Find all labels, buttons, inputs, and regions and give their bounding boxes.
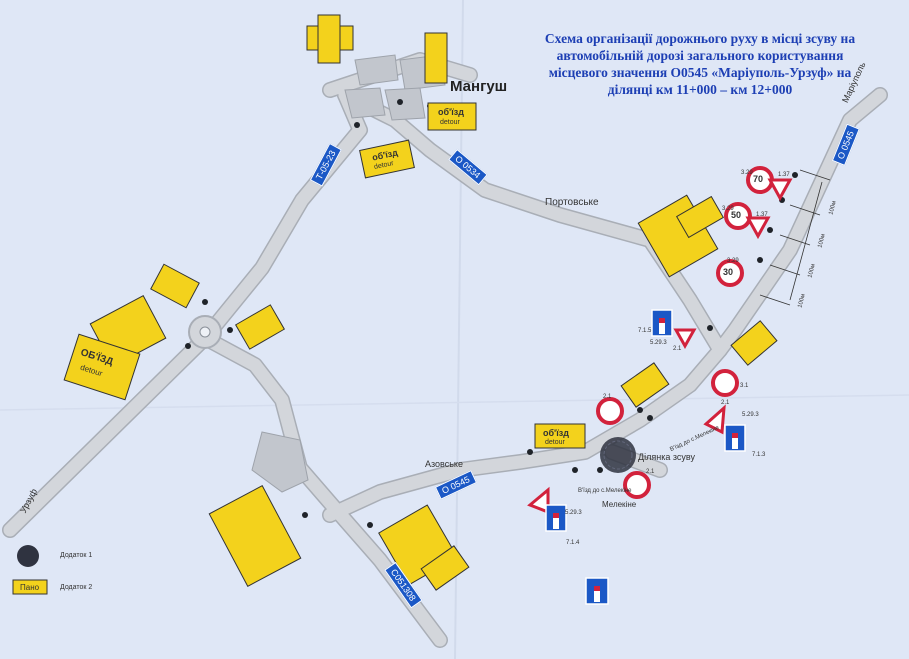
code-21-b: 2.1: [603, 394, 612, 400]
detour-sign-right-1: [675, 195, 725, 239]
detour-sign-mangush-3: [427, 102, 477, 131]
code-5293-c: 5.29.3: [565, 510, 582, 516]
code-329-b: 3.29: [722, 206, 734, 212]
roundabout: [188, 315, 222, 349]
title-line-3: місцевого значення О0545 «Маріуполь-Урзу…: [548, 65, 852, 80]
detour-sign-mid-1: [620, 362, 670, 408]
speed-sign-30: [716, 259, 744, 287]
sign-posts: [185, 99, 798, 528]
yield-triangle-3: [527, 486, 550, 515]
landslide-zone-marker: [600, 437, 636, 473]
detour-en-2: detour: [440, 119, 460, 126]
speed-sign-50: [724, 202, 752, 230]
legend-item-2: Додаток 2: [60, 584, 93, 591]
legend-dot-icon: [17, 545, 39, 567]
code-329-c: 3.29: [727, 258, 739, 264]
code-329-a: 3.29: [741, 170, 753, 176]
town-mangush: Мангуш: [450, 78, 508, 95]
code-5293-b: 5.29.3: [742, 412, 759, 418]
no-entry-sign-1: [711, 369, 739, 397]
no-entry-sign-3: [623, 471, 651, 499]
title-line-2: автомобільній дорозі загального користув…: [556, 48, 844, 63]
code-137-b: 1.37: [756, 212, 768, 218]
warning-triangle-2: [745, 216, 771, 240]
legend-panel-icon: [12, 579, 48, 595]
code-713: 7.1.3: [752, 452, 766, 458]
detour-sign-bottom-mid: [420, 545, 470, 591]
no-entry-sign-2: [596, 397, 624, 425]
code-21-c: 2.1: [721, 400, 730, 406]
speed-30-label: 30: [723, 267, 734, 277]
code-21-d: 2.1: [646, 469, 655, 475]
detour-text-2: об'їзд: [438, 107, 464, 117]
entry-label-2: В'їзд до с.Мелекіне: [578, 488, 632, 494]
title-line-1: Схема організації дорожнього руху в місц…: [544, 31, 856, 46]
legend-panel-label: Пано: [20, 583, 40, 592]
code-137-a: 1.37: [778, 172, 790, 178]
detour-sign-left: [150, 263, 200, 309]
warning-triangle-1: [767, 178, 793, 202]
detour-text-3: об'їзд: [543, 428, 569, 438]
detour-panel-big-text: [63, 333, 141, 401]
code-21-a: 2.1: [673, 346, 682, 352]
distance-ladder: [759, 169, 831, 306]
legend-item-1: Додаток 1: [60, 552, 93, 559]
code-31-a: 3.1: [740, 383, 749, 389]
code-715: 7.1.5: [638, 328, 652, 334]
detour-sign-mangush-1: [317, 14, 341, 64]
detour-panel-bottom-left: [208, 485, 302, 587]
detour-en-3: detour: [545, 439, 565, 446]
title-line-4: ділянці км 11+000 – км 12+000: [607, 82, 793, 97]
detour-sign-right-2: [730, 320, 778, 366]
code-714: 7.1.4: [566, 540, 580, 546]
detour-sign-roundabout: [234, 304, 286, 350]
yield-triangle-2: [703, 404, 726, 435]
detour-sign-mangush-2: [424, 32, 448, 84]
dead-end-sign-legend: [585, 577, 609, 605]
landslide-label: Ділянка зсуву: [638, 452, 695, 462]
scheme-title: Схема організації дорожнього руху в місц…: [520, 30, 880, 98]
town-melekine: Мелекіне: [602, 500, 637, 509]
speed-50-label: 50: [731, 210, 742, 220]
dead-end-sign-1: [651, 309, 673, 337]
speed-70-label: 70: [753, 174, 764, 184]
town-portovske: Портовське: [545, 197, 599, 208]
detour-sign-mid-2: [534, 423, 586, 449]
code-5293-a: 5.29.3: [650, 340, 667, 346]
town-azovske: Азовське: [425, 459, 463, 469]
yield-triangle-1: [673, 328, 697, 350]
dead-end-sign-2: [724, 424, 746, 452]
dead-end-sign-3: [545, 504, 567, 532]
detour-sign-mangush-4: [359, 139, 415, 179]
